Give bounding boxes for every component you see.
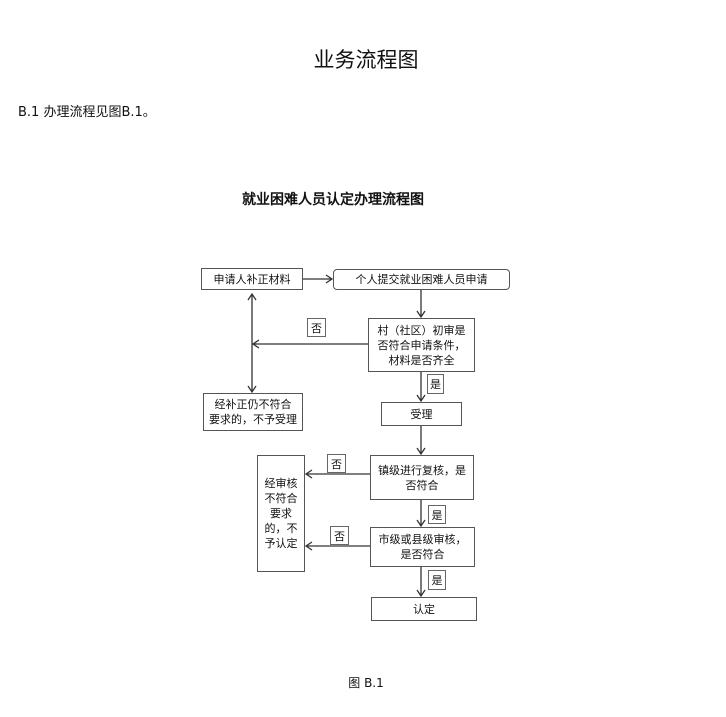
label-yes: 是	[427, 374, 444, 394]
label-yes: 是	[428, 570, 446, 590]
node-supplement: 申请人补正材料	[201, 268, 303, 290]
node-village-review: 村（社区）初审是 否符合申请条件， 材料是否齐全	[368, 318, 475, 372]
node-town-review: 镇级进行复核，是 否符合	[370, 455, 474, 500]
node-reject-accept: 经补正仍不符合 要求的，不予受理	[203, 393, 303, 431]
arrow-town-no	[304, 469, 370, 479]
arrow-county-yes	[416, 566, 426, 598]
arrow-submit-to-village	[416, 289, 426, 319]
node-reject-confirm: 经审核 不符合 要求 的，不 予认定	[257, 455, 305, 572]
arrow-county-no	[304, 541, 370, 551]
paragraph: B.1 办理流程见图B.1。	[18, 105, 156, 120]
arrow-supplement-to-submit	[302, 274, 334, 284]
arrow-town-yes	[416, 499, 426, 528]
flowchart-title: 就业困难人员认定办理流程图	[242, 192, 424, 208]
label-no: 否	[330, 526, 349, 545]
arrow-accept-to-town	[416, 425, 426, 456]
label-no: 否	[307, 318, 326, 337]
figure-caption: 图 B.1	[348, 676, 384, 690]
node-submit: 个人提交就业困难人员申请	[333, 269, 510, 290]
arrow-village-yes	[416, 371, 426, 403]
node-accept: 受理	[381, 402, 462, 426]
page-title: 业务流程图	[313, 48, 419, 72]
arrow-village-no	[251, 339, 368, 349]
node-confirm: 认定	[371, 597, 477, 621]
node-county-review: 市级或县级审核， 是否符合	[370, 527, 475, 567]
label-no: 否	[327, 454, 346, 473]
arrow-double	[247, 292, 257, 394]
label-yes: 是	[428, 505, 446, 524]
